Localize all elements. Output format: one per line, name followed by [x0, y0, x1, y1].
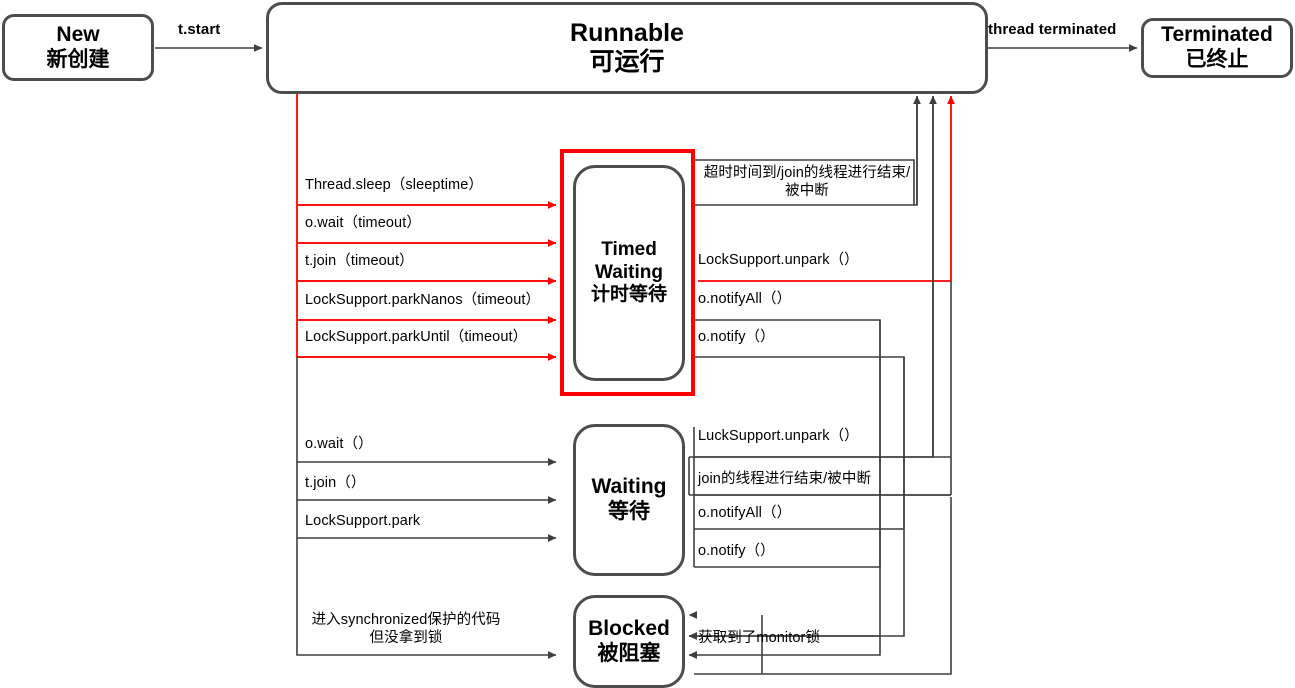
left-label-separators-red: [297, 204, 556, 358]
edge-label-enter-synchronized-line1: 进入synchronized保护的代码: [311, 612, 501, 628]
right-routing-network: [761, 96, 952, 674]
edge-label-enter-synchronized-line2: 但没拿到锁: [369, 630, 443, 647]
node-terminated-label-en: Terminated: [1161, 23, 1273, 47]
node-runnable-label-zh: 可运行: [589, 48, 665, 76]
node-waiting-label-zh: 等待: [608, 500, 650, 523]
edge-label-acquired-monitor: 获取到了monitor锁: [698, 630, 821, 646]
node-timed-waiting-label-en2: Waiting: [595, 261, 663, 283]
edge-to-blocked: [296, 538, 557, 659]
node-timed-waiting-label-zh: 计时等待: [590, 284, 667, 306]
state-node-waiting[interactable]: Waiting 等待: [573, 424, 685, 576]
node-blocked-label-en: Blocked: [588, 616, 670, 640]
edge-blocked-to-runnable: [694, 497, 952, 675]
edge-label-thread-sleep: Thread.sleep（sleeptime）: [305, 177, 483, 193]
edge-label-t-join-timeout: t.join（timeout）: [305, 253, 414, 269]
edge-label-locksupport-park: LockSupport.park: [305, 513, 421, 529]
state-node-new[interactable]: New 新创建: [2, 14, 154, 81]
edge-label-lucksupport-unpark-waiting: LuckSupport.unpark（）: [698, 428, 859, 444]
timed-waiting-highlight-box: [560, 149, 695, 396]
node-terminated-label-zh: 已终止: [1185, 48, 1249, 71]
state-node-timed-waiting[interactable]: Timed Waiting 计时等待: [573, 165, 685, 381]
edge-label-park-until: LockSupport.parkUntil（timeout）: [305, 329, 528, 345]
edge-label-t-start: t.start: [178, 21, 221, 38]
edge-label-locksupport-unpark-timed: LockSupport.unpark（）: [698, 252, 859, 268]
edge-label-o-wait: o.wait（）: [305, 436, 373, 452]
label-box-timeout: [694, 159, 915, 205]
edge-label-notifyall-waiting: o.notifyAll（）: [698, 505, 792, 521]
edge-label-t-join: t.join（）: [305, 475, 366, 491]
edge-label-thread-terminated: thread terminated: [988, 21, 1117, 38]
edge-label-notify-waiting: o.notify（）: [698, 543, 775, 559]
node-runnable-label-en: Runnable: [570, 18, 684, 47]
edge-label-notifyall-timed: o.notifyAll（）: [698, 291, 792, 307]
edge-label-notify-timed: o.notify（）: [698, 329, 775, 345]
edge-label-enter-synchronized: 进入synchronized保护的代码 但没拿到锁: [300, 611, 512, 647]
node-new-label-en: New: [56, 22, 100, 46]
node-blocked-label-zh: 被阻塞: [597, 641, 661, 665]
state-node-terminated[interactable]: Terminated 已终止: [1141, 18, 1293, 78]
edge-label-timeout-or-join-end: 超时时间到/join的线程进行结束/被中断: [703, 165, 911, 200]
edge-label-o-wait-timeout: o.wait（timeout）: [305, 215, 421, 231]
state-node-runnable[interactable]: Runnable 可运行: [266, 2, 988, 94]
edge-label-join-thread-end: join的线程进行结束/被中断: [698, 471, 872, 487]
state-node-blocked[interactable]: Blocked 被阻塞: [573, 595, 685, 688]
node-timed-waiting-label-en1: Timed: [601, 239, 657, 261]
edge-label-park-nanos: LockSupport.parkNanos（timeout）: [305, 292, 541, 308]
node-new-label-zh: 新创建: [46, 47, 110, 71]
node-waiting-label-en: Waiting: [591, 475, 667, 499]
